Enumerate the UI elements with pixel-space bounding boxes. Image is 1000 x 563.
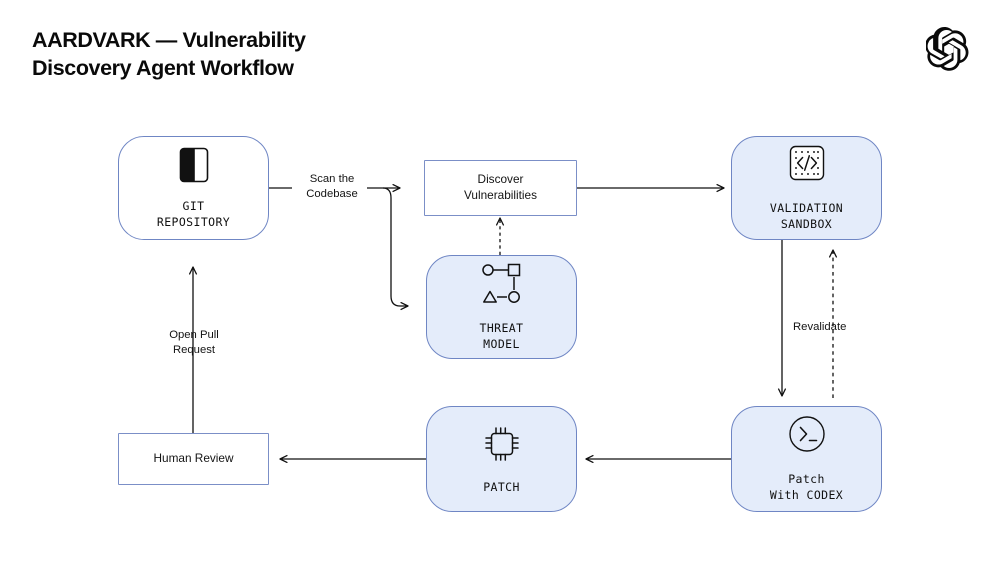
edge-scan-codebase [269, 188, 408, 306]
node-label-patch: PATCH [483, 480, 520, 495]
node-threat-model[interactable]: THREAT MODEL [426, 255, 577, 359]
repository-book-icon [171, 145, 217, 190]
edge-label-open-pull-request: Open Pull Request [169, 329, 219, 356]
node-label-discover-vulnerabilities: Discover Vulnerabilities [463, 172, 537, 202]
node-label-human-review: Human Review [153, 451, 234, 466]
terminal-prompt-icon [784, 414, 830, 463]
edge-label-scan-codebase: Scan the Codebase [306, 173, 358, 200]
node-label-validation-sandbox: VALIDATION SANDBOX [769, 201, 844, 231]
code-sandbox-icon [784, 143, 830, 192]
node-patch[interactable]: PATCH [426, 406, 577, 512]
page-title: AARDVARK — Vulnerability Discovery Agent… [32, 28, 306, 81]
chip-icon [478, 422, 526, 471]
node-label-threat-model: THREAT MODEL [479, 321, 524, 351]
node-validation-sandbox[interactable]: VALIDATION SANDBOX [731, 136, 882, 240]
edge-label-revalidate: Revalidate [793, 321, 847, 333]
node-graph-icon [477, 261, 527, 312]
node-label-git-repository: GIT REPOSITORY [156, 199, 231, 229]
node-human-review[interactable]: Human Review [118, 433, 269, 485]
node-patch-with-codex[interactable]: Patch With CODEX [731, 406, 882, 512]
node-discover-vulnerabilities[interactable]: Discover Vulnerabilities [424, 160, 577, 216]
openai-logo [925, 26, 972, 72]
node-label-patch-with-codex: Patch With CODEX [769, 472, 844, 502]
node-git-repository[interactable]: GIT REPOSITORY [118, 136, 269, 240]
